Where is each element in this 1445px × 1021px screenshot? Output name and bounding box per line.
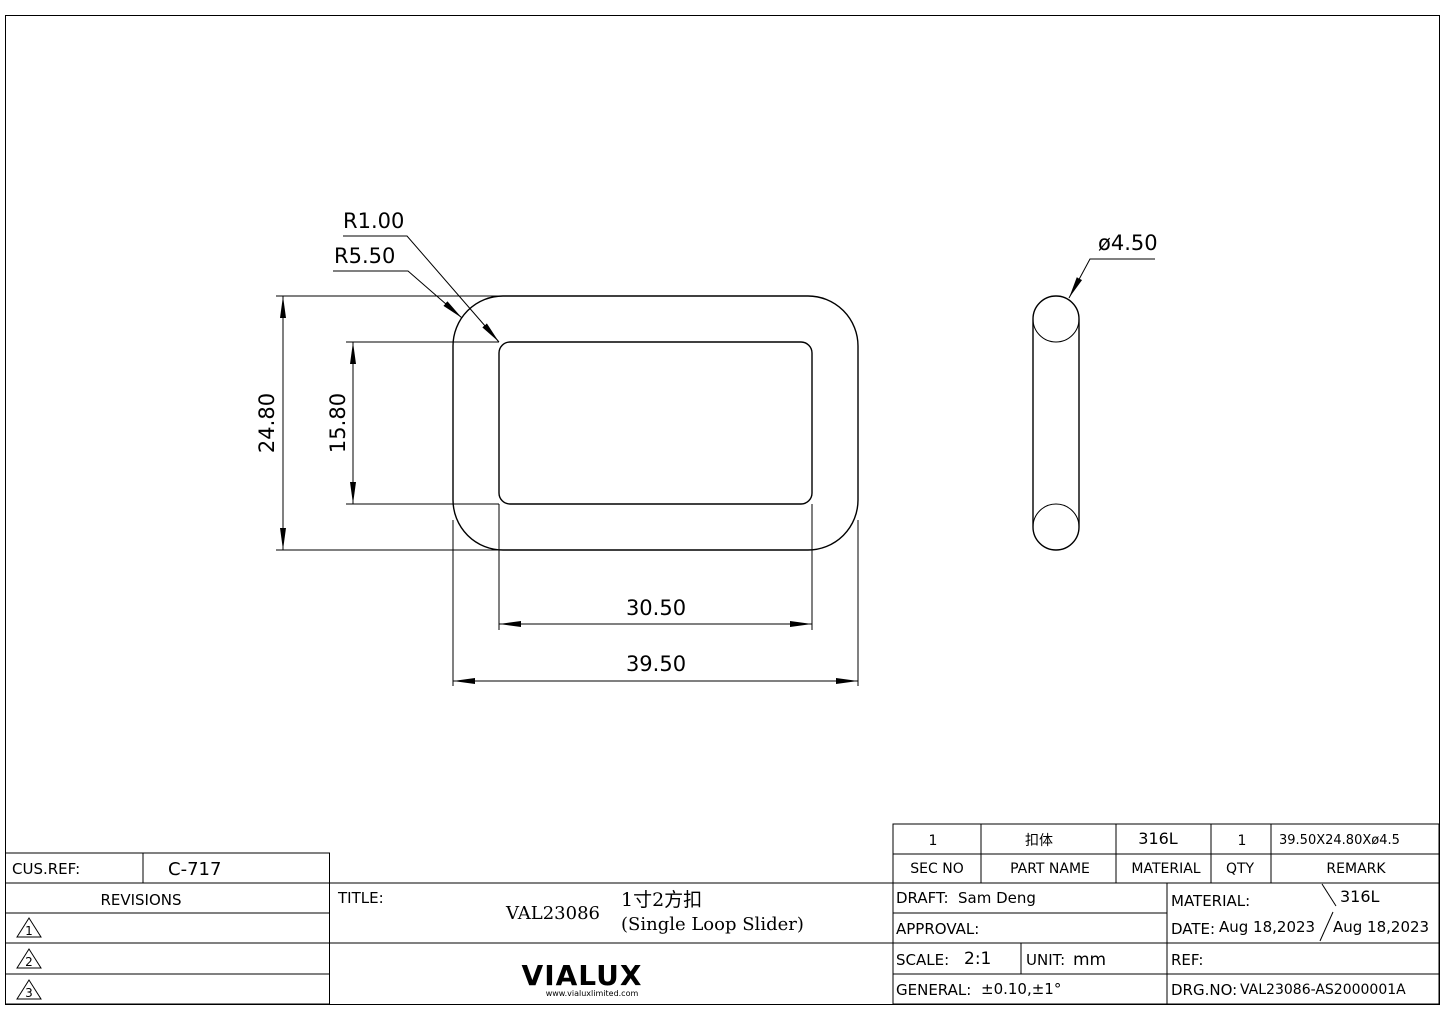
cus-ref-label: CUS.REF: <box>12 860 80 878</box>
sheet-border <box>5 15 1440 1005</box>
draft-label: DRAFT: <box>896 889 949 907</box>
dim-height-outer: 24.80 <box>255 393 279 453</box>
side-contour <box>1032 295 1080 551</box>
dim-r-inner: R1.00 <box>343 209 404 233</box>
title-cn: 1寸2方扣 <box>621 889 702 911</box>
bom-header-qty: QTY <box>1226 861 1255 877</box>
date-label: DATE: <box>1171 920 1215 938</box>
approval-label: APPROVAL: <box>896 920 979 938</box>
bom-sec-no: 1 <box>929 833 938 849</box>
inner-contour <box>498 341 813 505</box>
date-value-2: Aug 18,2023 <box>1333 918 1429 936</box>
dim-r-outer: R5.50 <box>334 244 395 268</box>
svg-text:1: 1 <box>25 924 33 938</box>
dim-width-outer: 39.50 <box>626 652 686 676</box>
leader-r-outer <box>333 270 463 319</box>
revision-mark-1: 1 <box>16 917 42 938</box>
bom-header-sec-no: SEC NO <box>910 861 963 877</box>
leader-diameter <box>1068 258 1155 299</box>
dim-height-inner: 15.80 <box>326 393 350 453</box>
drg-no-label: DRG.NO: <box>1171 981 1237 999</box>
cus-ref-value: C-717 <box>168 859 221 880</box>
general-label: GENERAL: <box>896 981 971 999</box>
bom-table: 1 扣体 316L 1 39.50X24.80Xø4.5 SEC NO PART… <box>892 823 1440 884</box>
drawing-code: VAL23086 <box>505 903 600 924</box>
bom-remark: 39.50X24.80Xø4.5 <box>1279 833 1400 848</box>
svg-text:VIALUX: VIALUX <box>522 959 643 992</box>
draft-value: Sam Deng <box>958 889 1036 907</box>
side-view: ø4.50 <box>1032 231 1158 551</box>
svg-text:www.vialuxlimited.com: www.vialuxlimited.com <box>546 989 639 998</box>
material-label: MATERIAL: <box>1171 892 1250 910</box>
bom-header-part-name: PART NAME <box>1010 861 1090 877</box>
title-en: (Single Loop Slider) <box>621 914 804 935</box>
title-area: TITLE: VAL23086 1寸2方扣 (Single Loop Slide… <box>337 889 804 998</box>
material-value: 316L <box>1340 887 1380 906</box>
bom-header-remark: REMARK <box>1326 861 1386 877</box>
ref-label: REF: <box>1171 951 1203 969</box>
bom-header-material: MATERIAL <box>1131 861 1200 877</box>
outer-contour <box>452 295 859 551</box>
revision-mark-2: 2 <box>16 948 42 969</box>
dim-width-inner: 30.50 <box>626 596 686 620</box>
bom-part-name: 扣体 <box>1025 833 1053 849</box>
svg-text:3: 3 <box>25 986 33 1000</box>
leader-r-inner <box>343 235 500 343</box>
drg-no-value: VAL23086-AS2000001A <box>1240 982 1406 998</box>
revision-mark-3: 3 <box>16 979 42 1000</box>
bom-qty: 1 <box>1238 833 1247 849</box>
front-view: R1.00 R5.50 24.80 15.80 30.50 39.50 <box>255 209 859 686</box>
svg-text:2: 2 <box>25 955 33 969</box>
bom-material: 316L <box>1138 829 1178 848</box>
scale-value: 2:1 <box>964 949 991 969</box>
unit-label: UNIT: <box>1026 951 1065 969</box>
date-value-1: Aug 18,2023 <box>1219 918 1315 936</box>
title-label: TITLE: <box>337 889 384 907</box>
revisions-block: CUS.REF: C-717 REVISIONS 1 2 3 <box>5 852 894 1005</box>
scale-label: SCALE: <box>896 951 949 969</box>
title-block: DRAFT: Sam Deng APPROVAL: SCALE: 2:1 UNI… <box>892 882 1440 1005</box>
dim-diameter: ø4.50 <box>1098 231 1158 255</box>
revisions-label: REVISIONS <box>100 891 181 909</box>
general-value: ±0.10,±1° <box>981 980 1061 998</box>
vialux-logo: VIALUX www.vialuxlimited.com <box>522 959 643 998</box>
unit-value: mm <box>1073 950 1106 970</box>
